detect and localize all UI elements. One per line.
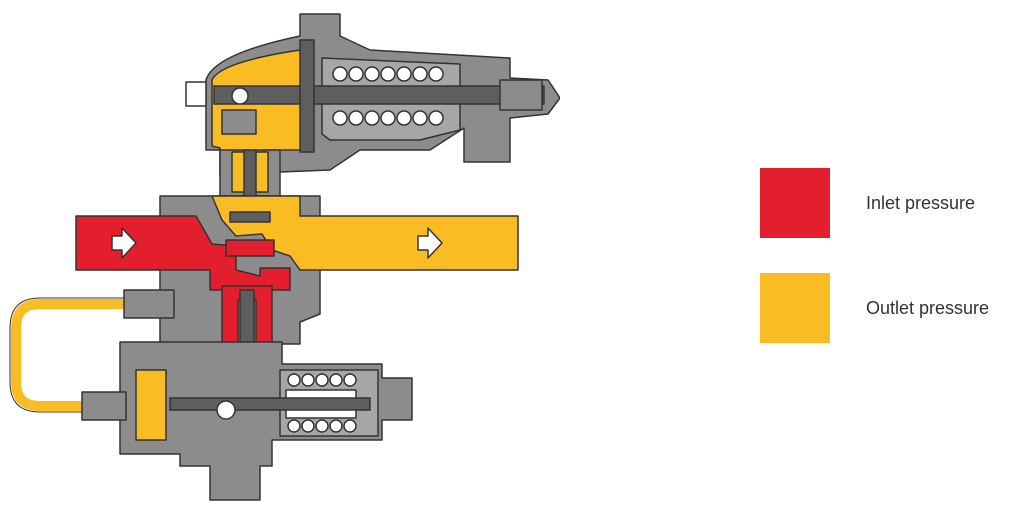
outlet-swatch [760, 273, 830, 343]
regulator-cross-section-diagram [9, 13, 560, 501]
inlet-label: Inlet pressure [866, 192, 976, 213]
outlet-label: Outlet pressure [866, 297, 990, 318]
vent-cap [185, 81, 207, 107]
adjusting-screw [499, 79, 543, 111]
diaphragm [299, 39, 315, 153]
pilot-stem [169, 397, 371, 411]
fitting-lower [81, 391, 127, 421]
sense-line-tube [11, 299, 160, 411]
valve-seat [225, 239, 275, 257]
pilot-outlet-cavity [135, 369, 167, 441]
actuator-stem [213, 85, 545, 105]
lever-pivot-icon [231, 87, 249, 105]
fitting-upper [123, 289, 175, 319]
inlet-flow-arrow-icon [111, 227, 137, 259]
valve-disc [229, 211, 271, 223]
legend-item-inlet: Inlet pressure [760, 168, 975, 238]
sense-line-outline [9, 297, 160, 413]
main-spring-coils-icon [332, 66, 444, 126]
legend-item-outlet: Outlet pressure [760, 273, 989, 343]
inlet-passage [75, 215, 291, 291]
lever-plate [221, 109, 257, 135]
outlet-flow-arrow-icon [417, 227, 443, 259]
pilot-valve-icon [216, 400, 236, 420]
inlet-swatch [760, 168, 830, 238]
outlet-passage [211, 195, 519, 271]
pilot-spring-coils-icon [287, 373, 357, 433]
